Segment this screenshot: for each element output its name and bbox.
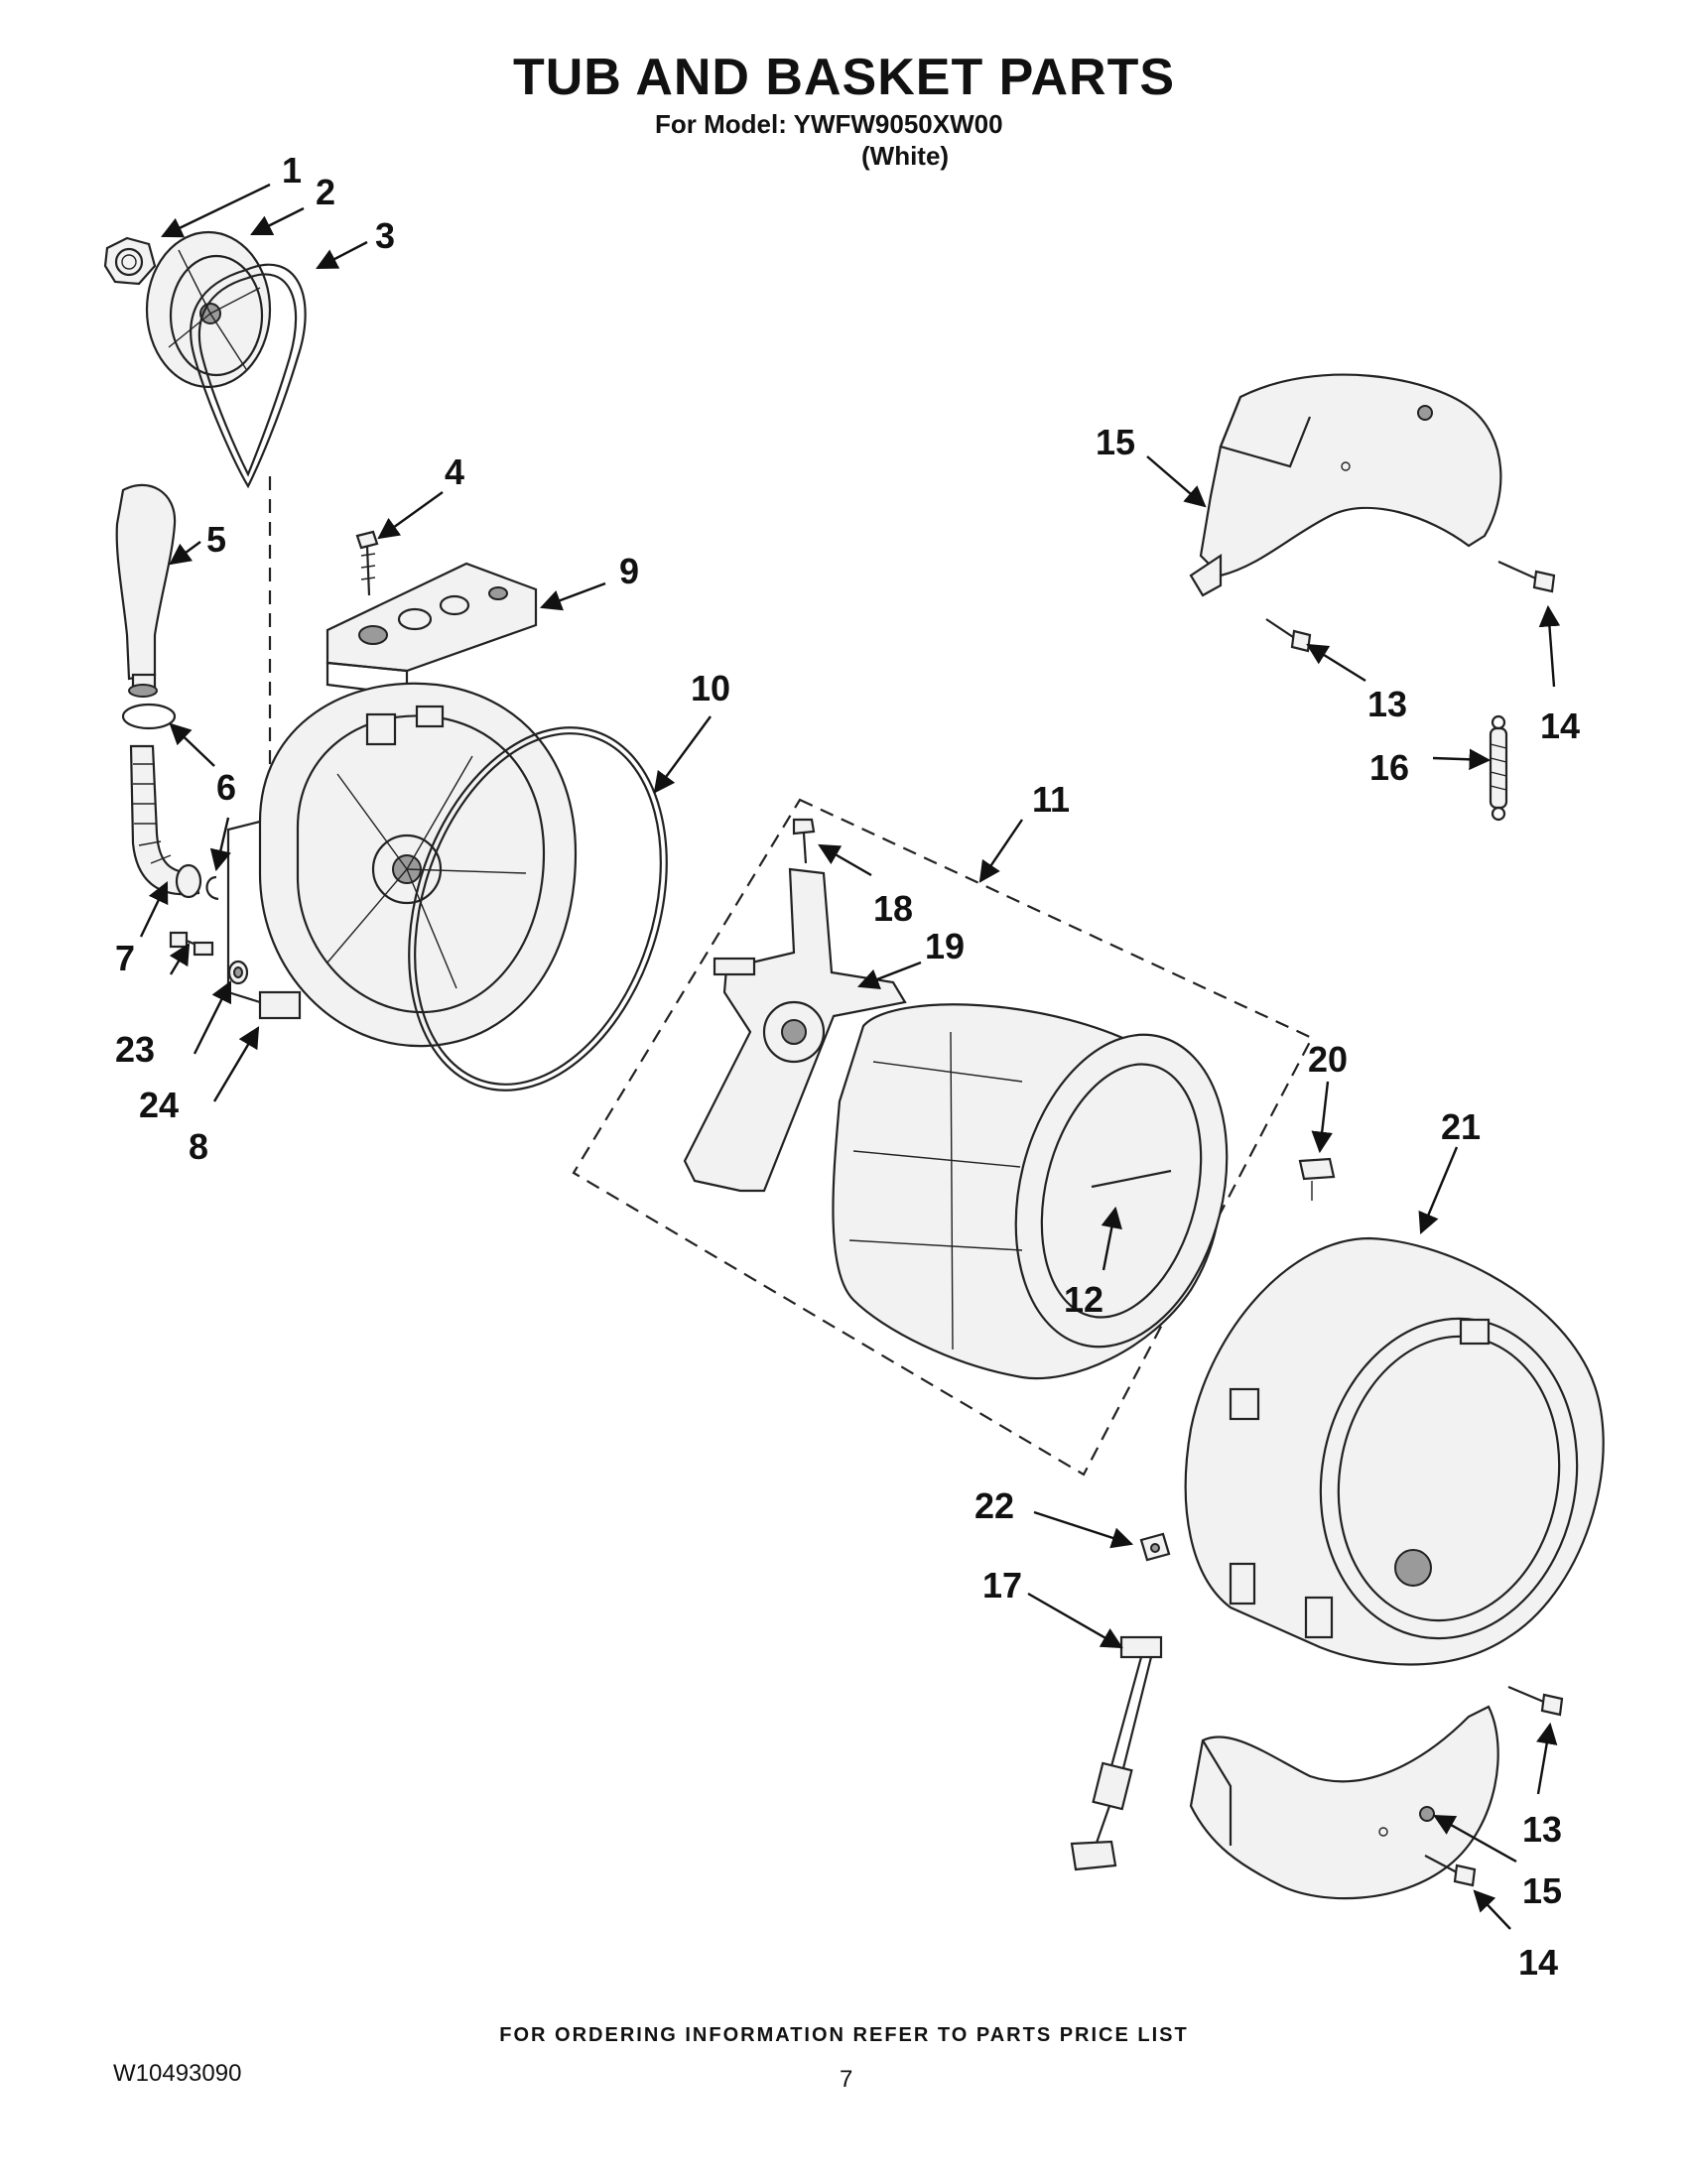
document-number: W10493090 [113,2060,242,2087]
callout-24: 24 [139,1085,179,1125]
ordering-note: FOR ORDERING INFORMATION REFER TO PARTS … [499,2024,1189,2046]
leader-lines [139,183,1561,1930]
callout-13-lower: 13 [1522,1809,1562,1850]
callout-14-lower: 14 [1518,1942,1558,1983]
damper-part-17 [1070,1635,1163,1871]
bolt-lower-part-14 [1424,1855,1477,1887]
callout-17: 17 [982,1565,1022,1606]
callout-labels: 1 2 3 4 5 6 7 8 9 10 11 12 13 13 14 14 1… [115,150,1580,1983]
clip-part-22 [1139,1532,1171,1562]
callout-22: 22 [974,1485,1014,1526]
callout-9: 9 [619,551,639,591]
basket-drum-part-12 [832,1003,1229,1380]
callout-15-upper: 15 [1096,422,1135,462]
drive-belt-part [190,263,307,489]
callout-6: 6 [216,767,236,808]
page-number: 7 [840,2066,853,2093]
page-title: TUB AND BASKET PARTS [512,49,1176,106]
front-tub-part-21 [1184,1236,1605,1666]
callout-11: 11 [1032,779,1070,820]
callout-19: 19 [925,926,965,966]
callout-18: 18 [873,888,913,929]
callout-12: 12 [1064,1279,1104,1320]
callout-20: 20 [1308,1039,1348,1080]
callout-13-upper: 13 [1367,684,1407,724]
callout-10: 10 [691,668,730,708]
callout-15-lower: 15 [1522,1870,1562,1911]
sensor-part-23 [169,931,214,957]
tub-seal-ring-part-10 [408,726,668,1092]
screw-part-4 [355,530,379,596]
callout-1: 1 [282,150,302,191]
pulley-part [145,230,272,389]
callout-3: 3 [375,215,395,256]
hex-nut-part [103,236,157,286]
model-line: For Model: YWFW9050XW00 [655,109,1003,139]
bolt-upper-part-14 [1497,560,1556,593]
hose-part-5 [115,483,177,698]
callout-16: 16 [1369,747,1409,788]
tub-bracket-part-9 [325,562,538,697]
clamp-part-6 [121,703,219,901]
spring-part-16 [1489,714,1508,822]
corrugated-hose-part-7 [129,744,202,899]
callout-7: 7 [115,938,135,978]
screw-part-18 [792,818,816,864]
counterweight-lower-part-15 [1189,1705,1499,1900]
basket-spider-part-19 [683,867,907,1193]
callout-23: 23 [115,1029,155,1070]
counterweight-upper-part-15 [1189,373,1502,597]
callout-8: 8 [189,1126,208,1167]
callout-21: 21 [1441,1106,1481,1147]
rear-tub-part-8 [226,682,578,1048]
callout-14-upper: 14 [1540,706,1580,746]
color-line: (White) [861,141,950,171]
bolt-lower-part-13 [1507,1685,1564,1717]
callout-4: 4 [445,451,464,492]
bolt-upper-part-13 [1265,618,1312,653]
grommet-part-24 [227,960,249,985]
callout-5: 5 [206,519,226,560]
callout-2: 2 [316,172,335,212]
clip-part-20 [1298,1157,1336,1201]
basket-assembly-outline [572,798,1314,1477]
